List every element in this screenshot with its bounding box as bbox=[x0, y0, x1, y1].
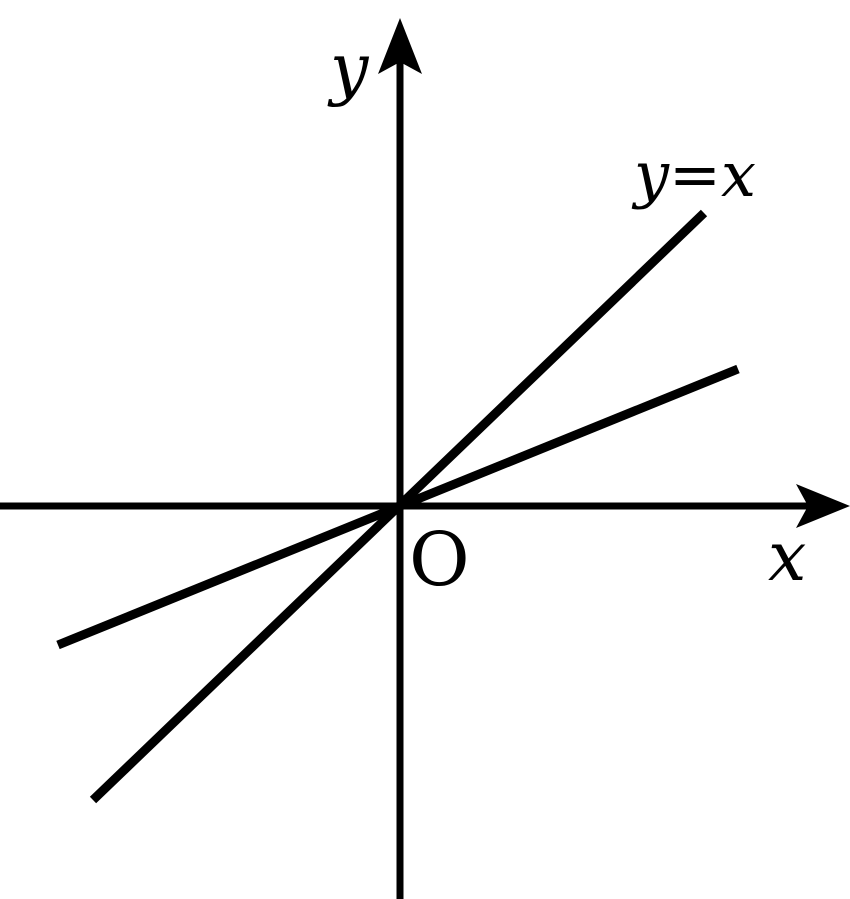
origin-label: O bbox=[409, 517, 470, 603]
line-label-y-equals-x: y=x bbox=[631, 138, 756, 211]
x-axis-arrowhead bbox=[796, 484, 850, 528]
y-axis-label: y bbox=[327, 30, 370, 109]
x-axis-label: x bbox=[768, 518, 806, 597]
y-axis-arrowhead bbox=[378, 18, 422, 74]
line-shallow bbox=[56, 364, 740, 650]
